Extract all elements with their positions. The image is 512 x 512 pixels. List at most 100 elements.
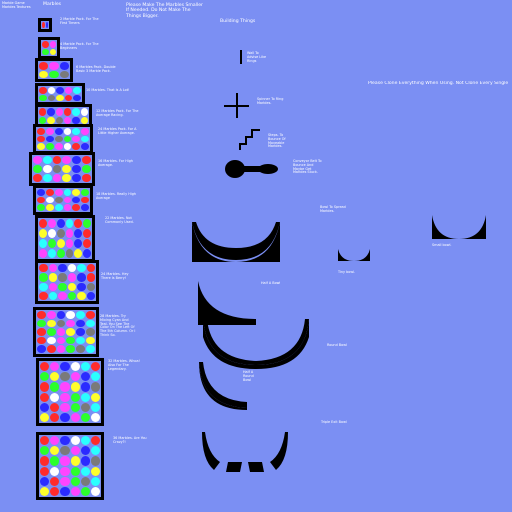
marble xyxy=(66,336,76,345)
marble xyxy=(59,70,69,78)
marble xyxy=(46,336,56,345)
marble-pack-label: 2 Marble Pack. For The First Timers xyxy=(60,17,99,25)
marble xyxy=(50,476,60,486)
marble xyxy=(45,196,54,204)
marble xyxy=(54,135,63,143)
marble xyxy=(37,204,45,211)
marble-pack-1 xyxy=(38,18,52,32)
tiny-bowl-label: Tiny bowl. xyxy=(338,270,356,274)
marble xyxy=(52,156,62,164)
marble xyxy=(86,336,95,345)
marble xyxy=(67,282,76,291)
marble xyxy=(58,264,67,273)
marble xyxy=(77,282,86,291)
marble xyxy=(40,372,50,382)
marble xyxy=(81,135,89,143)
marble xyxy=(63,196,72,204)
marble-pack-8 xyxy=(33,185,93,215)
marble xyxy=(46,328,56,336)
marble xyxy=(82,174,91,182)
marble-pack-9 xyxy=(35,215,95,262)
marble xyxy=(40,402,50,412)
marble xyxy=(47,116,55,124)
marble xyxy=(80,436,90,446)
marble xyxy=(86,345,95,353)
marble xyxy=(72,189,81,196)
marble xyxy=(54,143,63,150)
marble-pack-label: 24 Marbles Pack. For A Little Higher Ave… xyxy=(98,127,137,135)
marble xyxy=(72,116,80,124)
marble xyxy=(86,264,95,273)
wall-piece xyxy=(240,50,242,64)
marble xyxy=(50,392,60,402)
marble xyxy=(70,476,80,486)
marble xyxy=(80,456,90,466)
marble xyxy=(72,165,82,173)
marble xyxy=(90,382,100,392)
marble xyxy=(33,156,42,164)
marble xyxy=(80,382,90,392)
marble xyxy=(42,48,49,55)
marble xyxy=(77,264,86,273)
marble xyxy=(86,273,95,282)
marble xyxy=(39,70,49,78)
marble xyxy=(47,229,56,238)
marble xyxy=(37,328,46,336)
marble xyxy=(70,362,80,372)
marble xyxy=(70,436,80,446)
marble xyxy=(39,282,48,291)
marble-pack-3 xyxy=(35,58,73,82)
marble xyxy=(47,108,55,116)
marble xyxy=(56,87,64,94)
marble xyxy=(56,249,65,258)
marble xyxy=(62,165,72,173)
marble xyxy=(76,345,86,353)
marble xyxy=(82,165,91,173)
marble xyxy=(37,319,46,328)
marble xyxy=(83,249,91,258)
marble xyxy=(60,436,70,446)
marble xyxy=(47,239,56,248)
marble xyxy=(83,219,91,228)
marble xyxy=(40,436,50,446)
marble xyxy=(72,204,81,211)
marble-pack-label: 24 Marbles. Hey There Is Berry! xyxy=(101,272,129,280)
marble-pack-12 xyxy=(36,358,104,426)
marble xyxy=(90,466,100,476)
marble xyxy=(55,116,63,124)
marble-pack-10 xyxy=(35,260,99,304)
marble xyxy=(72,174,82,182)
marble xyxy=(37,143,45,150)
marble xyxy=(56,328,66,336)
marble-grid xyxy=(36,127,90,151)
marble xyxy=(64,94,73,101)
marble-grid xyxy=(38,218,92,259)
marble xyxy=(39,273,48,282)
marble xyxy=(72,156,82,164)
marble xyxy=(40,412,50,422)
marble xyxy=(56,94,64,101)
marble xyxy=(46,319,56,328)
marble xyxy=(70,456,80,466)
half-a-bowl-label: Half A Bowl xyxy=(261,281,281,285)
marble xyxy=(45,128,54,135)
marble-pack-6 xyxy=(33,124,93,154)
marble-grid xyxy=(38,61,70,79)
spread-bowl-label: Bowl To Spread Marbles. xyxy=(320,205,346,213)
marble xyxy=(64,87,73,94)
marble xyxy=(67,273,76,282)
triple-exit-bowl xyxy=(202,432,288,472)
marble xyxy=(60,392,70,402)
tiny-bowl xyxy=(338,249,370,261)
small-bowl xyxy=(432,215,486,239)
marble xyxy=(82,156,91,164)
marble xyxy=(90,456,100,466)
marble xyxy=(39,87,47,94)
marble xyxy=(50,486,60,496)
marble xyxy=(60,486,70,496)
marble-pack-13 xyxy=(36,432,104,500)
marble xyxy=(76,336,86,345)
marble xyxy=(39,291,48,300)
marble xyxy=(45,189,54,196)
marble xyxy=(56,239,65,248)
